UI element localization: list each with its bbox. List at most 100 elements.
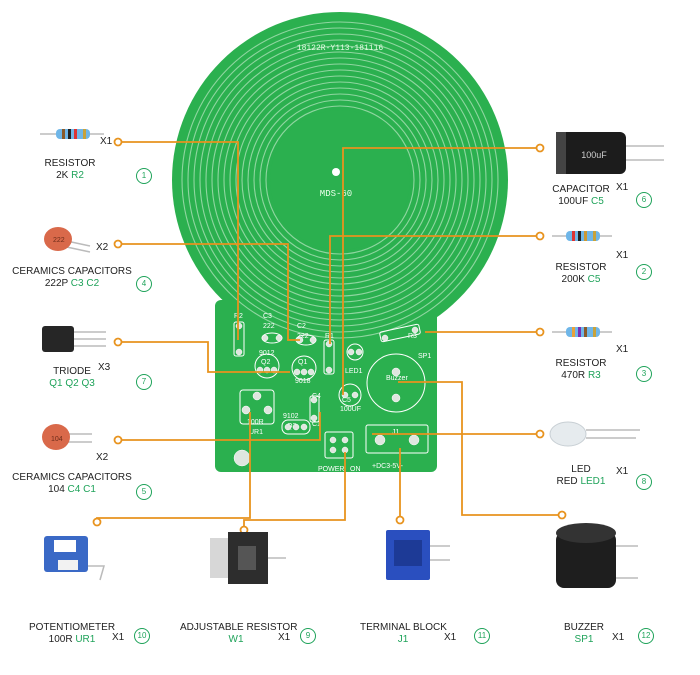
coil-ring [259,99,421,261]
component-ref: W1 [228,634,244,645]
component-value: 100UF [558,196,589,207]
label-resistor-470r: RESISTOR 470R R3 [548,358,614,382]
component-ref: R3 [587,370,601,381]
leader-ends [92,137,567,535]
electrolytic-cap-image: 100uF [556,132,664,174]
qty-terminal-block: X1 [444,632,457,643]
wire-switch [243,452,346,530]
silk-q3: Q3 [287,423,296,430]
leader-wires [96,141,562,530]
component-ref: Q1 Q2 Q3 [49,378,95,389]
qty-ceramic-104: X2 [96,452,109,463]
badge-1: 1 [136,168,152,184]
coil-ring [199,39,481,321]
component-name: ADJUSTABLE RESISTOR [180,622,298,633]
component-name: TERMINAL BLOCK [360,622,447,633]
badge-3: 3 [636,366,652,382]
badge-11: 11 [474,628,490,644]
wire-c4 [118,412,321,441]
silk-c2-val: 222 [297,333,309,340]
label-led: LED RED LED1 [548,464,614,488]
qty-capacitor-100uf: X1 [616,182,629,193]
silk-ur1-val: 100R [247,419,264,426]
coil-ring [181,21,499,339]
component-value: 100R [48,634,73,645]
coil-ring [205,45,475,315]
silk-ur1: UR1 [249,429,263,436]
component-value: 222P [44,278,69,289]
wire-200k [329,235,540,344]
label-resistor-2k: RESISTOR 2K R2 [30,158,110,182]
cap-100uf-print: 100uF [581,150,607,160]
switch-image [210,532,286,584]
coil-ring [241,81,439,279]
silk-q2-type: 9012 [259,350,275,357]
component-name: CAPACITOR [552,184,610,195]
coil-ring [187,27,493,333]
silk-buzzer: Buzzer [386,375,408,382]
cap-104-print: 104 [51,436,63,443]
coil-ring [235,75,445,285]
silk-c1: C1 [312,421,321,428]
qty-resistor-470r: X1 [616,344,629,355]
ceramic-cap-222-image: 222 [44,227,91,253]
silk-c5: C5 [342,397,351,404]
qty-adjustable-resistor: X1 [278,632,291,643]
component-name: RESISTOR [555,262,607,273]
component-ref: C3 C2 [70,278,100,289]
component-name: LED [571,464,591,475]
coil-ring [223,63,457,297]
label-triode: TRIODE Q1 Q2 Q3 [40,366,104,390]
silk-q2: Q2 [261,359,270,366]
label-buzzer: BUZZER SP1 [558,622,610,646]
label-ceramic-104: CERAMICS CAPACITORS 104 C4 C1 [8,472,136,496]
silk-c3: C3 [263,313,272,320]
silk-q1-type: 9018 [295,378,311,385]
silk-q1: Q1 [298,359,307,366]
buzzer-image [556,523,638,588]
wire-c3 [118,243,300,341]
potentiometer-image [44,536,105,581]
led-image [549,421,640,447]
component-name: BUZZER [564,622,604,633]
coil-ring [247,87,433,273]
qty-buzzer: X1 [612,632,625,643]
silk-c5-val: 100UF [340,406,361,413]
coil-ring [265,105,415,255]
triode-image [42,326,106,352]
component-ref: UR1 [75,634,96,645]
component-ref: J1 [397,634,409,645]
component-value: 2K [56,170,69,181]
footprints [233,321,429,459]
coil-ring [211,51,469,309]
label-ceramic-222: CERAMICS CAPACITORS 222P C3 C2 [8,266,136,290]
coil-traces [181,21,499,339]
wire-buzzer [398,381,562,516]
label-terminal-block: TERMINAL BLOCK J1 [360,622,447,646]
coil-center [270,110,410,250]
component-ref: LED1 [580,476,606,487]
component-value: 200K [561,274,585,285]
resistor-200k-image [552,231,612,241]
badge-10: 10 [134,628,150,644]
silk-q3-type: 9102 [283,413,299,420]
silk-c3-val: 222 [263,323,275,330]
qty-resistor-2k: X1 [100,136,113,147]
qty-potentiometer: X1 [112,632,125,643]
label-capacitor-100uf: CAPACITOR 100UF C5 [548,184,614,208]
board-model: MDS-60 [320,189,352,199]
component-ref: R2 [71,170,84,181]
badge-8: 8 [636,474,652,490]
silk-sp1: SP1 [418,353,431,360]
component-name: RESISTOR [555,358,607,369]
coil-ring [193,33,487,327]
wire-r2 [118,141,239,340]
component-ref: C4 C1 [67,484,96,495]
coil-ring [229,69,451,291]
qty-ceramic-222: X2 [96,242,109,253]
component-name: TRIODE [53,366,91,377]
component-value: RED [556,476,578,487]
silk-led1: LED1 [345,368,363,375]
